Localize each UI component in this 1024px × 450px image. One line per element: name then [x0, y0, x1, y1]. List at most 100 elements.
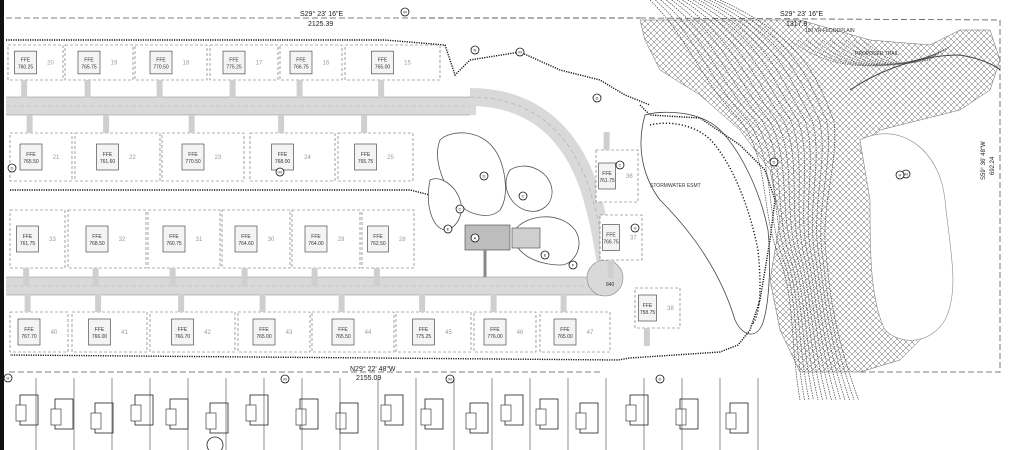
driveway [607, 260, 614, 278]
driveway [241, 268, 248, 286]
house-footprint [17, 318, 41, 346]
contour-line [853, 39, 950, 64]
callout-circle [400, 7, 410, 17]
house-footprint [171, 318, 194, 346]
callout-letter: M [283, 377, 286, 382]
lot-ffe-label: FFE [602, 171, 612, 177]
callout-letter: C [522, 194, 525, 199]
house-footprint [14, 50, 37, 75]
lot-ffe-elevation: 760.75 [166, 241, 182, 247]
contour-line [789, 39, 931, 67]
neighbor-garage [725, 412, 737, 430]
driveway [490, 294, 497, 312]
callout-tag: D [655, 374, 665, 384]
lot-ffe-label: FFE [92, 234, 102, 240]
driveway [419, 294, 426, 312]
floodplain-hatch [639, 19, 1001, 373]
lot-ffe-label: FFE [229, 58, 239, 64]
storm-basin-beaded [649, 122, 761, 326]
driveway [338, 294, 345, 312]
callout-tag: C [615, 160, 625, 170]
lot-number: 41 [121, 330, 128, 336]
contour-line [665, 0, 814, 401]
contour-line [698, 0, 841, 401]
neighbor-garage [675, 408, 687, 426]
house-footprint [602, 224, 620, 251]
house-footprint [289, 50, 313, 75]
driveway [178, 294, 185, 312]
neighbor-garage [90, 412, 102, 430]
lot-ffe-elevation: 766.75 [293, 65, 309, 71]
street-curve-edge [469, 96, 611, 281]
distance-bottom: 2155.09 [356, 375, 381, 382]
house-footprint [412, 318, 435, 346]
house-footprint [77, 50, 101, 75]
lot-ffe-elevation: 765.50 [23, 159, 39, 165]
proposed-trail-label: PROPOSED TRAIL [855, 51, 899, 57]
lot-number: 45 [445, 330, 452, 336]
callout-letter: M [904, 172, 907, 177]
lot-number: 31 [196, 237, 203, 243]
callout-letter: M [278, 170, 281, 175]
house-footprint [181, 143, 205, 171]
lot-ffe-elevation: 764.00 [308, 241, 324, 247]
contour-line [861, 39, 952, 64]
contour-line [655, 0, 805, 401]
driveway [378, 80, 385, 98]
callout-letter: D [596, 96, 599, 101]
callout-letter: E [447, 227, 450, 232]
lot-ffe-label: FFE [361, 152, 371, 158]
contour-line [720, 0, 859, 401]
lot-number: 37 [630, 236, 637, 242]
contour-line [676, 0, 823, 401]
callout-circle [455, 204, 465, 214]
lot-ffe-elevation: 764.60 [238, 241, 254, 247]
driveway [361, 115, 368, 133]
house-footprint [553, 318, 577, 346]
lot-ffe-label: FFE [156, 58, 166, 64]
storm-easement-label: STORMWATER ESMT [650, 183, 701, 189]
lot-number: 30 [268, 237, 275, 243]
driveway [296, 80, 303, 98]
distance-top-left: 2125.39 [308, 21, 333, 28]
callout-tag: N [470, 45, 480, 55]
callout-tag: H [3, 373, 13, 383]
contour-line [649, 0, 801, 401]
lot-number: 38 [667, 306, 674, 312]
neighbor-houses [15, 394, 749, 450]
lot-ffe-label: FFE [643, 303, 653, 309]
topo-contours [649, 0, 952, 401]
lot-number: 15 [404, 61, 411, 67]
lot-ffe-label: FFE [26, 152, 36, 158]
lot-ffe-elevation: 776.00 [487, 334, 503, 340]
lot-number: 22 [129, 155, 136, 161]
callout-letter: E [544, 253, 547, 258]
house-footprint [16, 225, 39, 253]
callout-tag: D [7, 163, 17, 173]
house-footprint [331, 318, 355, 346]
lot-ffe-elevation: 765.50 [335, 334, 351, 340]
callout-tag: F [568, 260, 578, 270]
driveway [560, 294, 567, 312]
lot-ffe-elevation: 766.75 [603, 240, 619, 246]
contour-line [660, 0, 810, 401]
lot-number: 28 [399, 237, 406, 243]
lot-number: 23 [215, 155, 222, 161]
